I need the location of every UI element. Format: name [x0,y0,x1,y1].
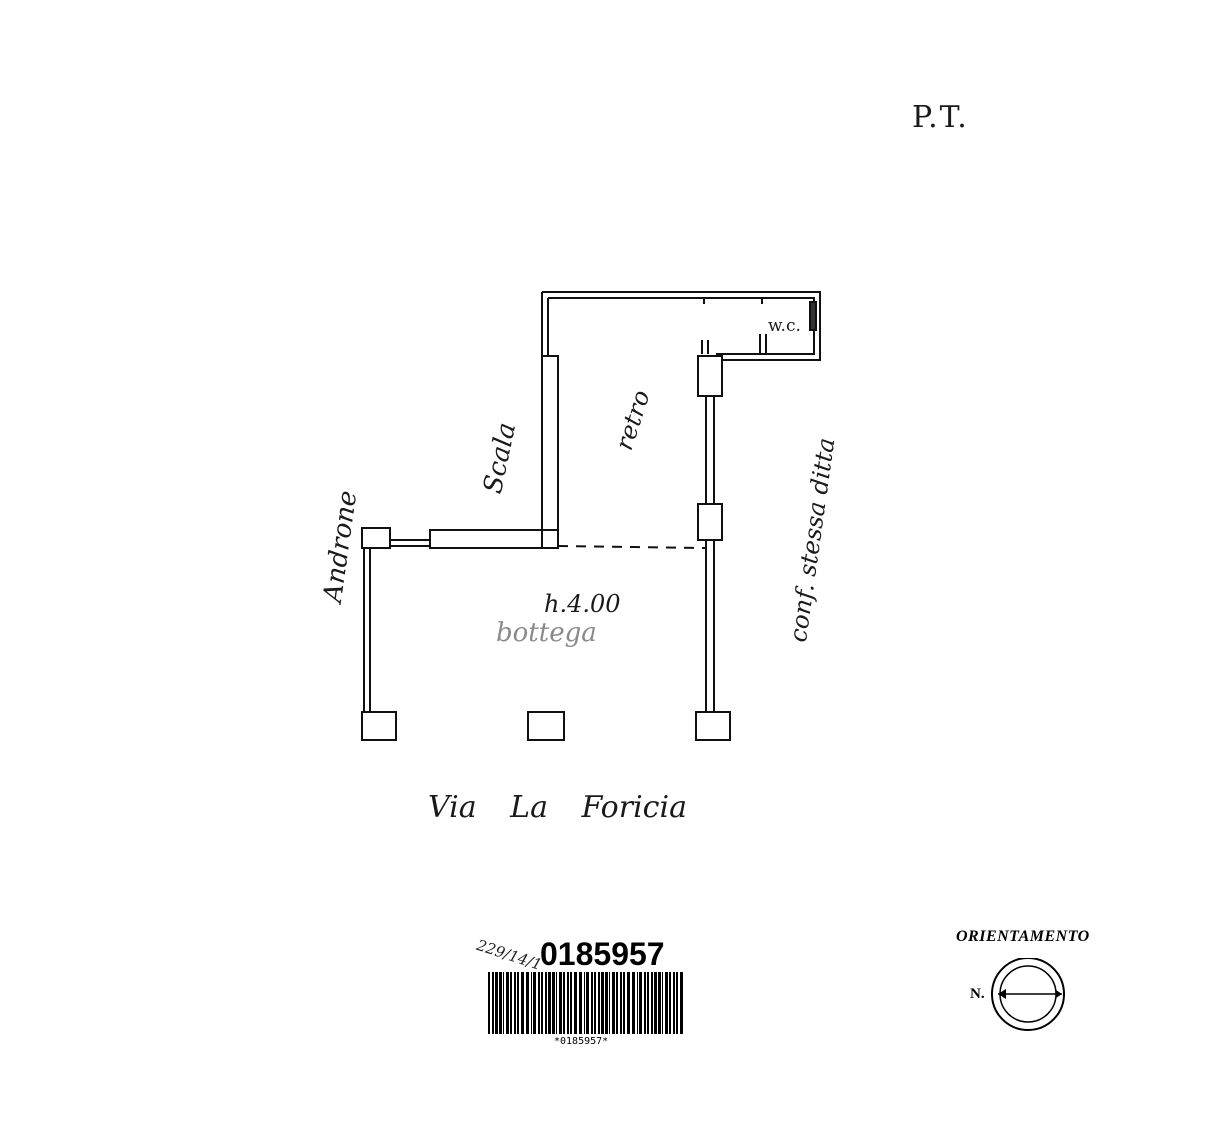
ceiling-height-label: h.4.00 [544,590,621,618]
barcode-bar [488,972,490,1034]
barcode-bar [579,972,582,1034]
wc-partition-right [759,334,767,354]
barcode-bar [526,972,529,1034]
barcode-bar [495,972,498,1034]
pier-front-left [361,711,397,741]
barcode-bar [669,972,671,1034]
barcode-bar [538,972,540,1034]
barcode-bar [506,972,509,1034]
barcode-bar [521,972,524,1034]
barcode-bar [665,972,668,1034]
barcode-bar [548,972,551,1034]
barcode-bar [586,972,589,1034]
pier-front-right [695,711,731,741]
barcode-bar [510,972,512,1034]
wc-door-ticks [703,298,763,304]
barcode-bar [627,972,630,1034]
barcode-bar [632,972,635,1034]
barcode-bar [541,972,543,1034]
barcode-bar [605,972,608,1034]
wall-right-upper [705,396,715,504]
barcode-bar [514,972,516,1034]
barcode-bar [658,972,661,1034]
pier-right-top [697,355,723,397]
wall-top-outer [542,291,821,396]
wall-shop-left [363,548,371,712]
barcode-bar [533,972,536,1034]
barcode-bar [623,972,625,1034]
wc-fixture [809,301,817,331]
barcode-bar [492,972,494,1034]
barcode-bar [517,972,519,1034]
barcode-bar [591,972,593,1034]
compass-rose-icon [991,958,1065,1031]
barcode-bar [570,972,572,1034]
barcode-bar [552,972,555,1034]
wall-scala-lower [429,529,559,549]
barcode-bar [563,972,565,1034]
barcode-bar [662,972,663,1034]
floor-label: P.T. [912,100,969,135]
compass-north-label: N. [970,986,985,1002]
barcode-number: 0185957 [540,936,665,972]
barcode-bar [531,972,532,1034]
wall-step-left [390,539,430,547]
street-label: Via La Foricia [428,790,687,825]
barcode-caption: *0185957* [554,1036,609,1047]
barcode-bar [637,972,638,1034]
barcode-bar [639,972,642,1034]
boundary-dashed-line [557,545,707,549]
barcode-bar [567,972,569,1034]
barcode-bar [612,972,615,1034]
barcode-bars [488,972,683,1034]
compass-title: ORIENTAMENTO [956,928,1090,945]
barcode-bar [680,972,683,1034]
barcode-bar [676,972,678,1034]
barcode-bar [654,972,657,1034]
wall-right-lower [705,540,715,712]
wc-label: w.c. [768,316,801,336]
barcode-bar [545,972,547,1034]
barcode-bar [647,972,649,1034]
barcode-bar [594,972,596,1034]
shop-label: bottega [496,618,597,648]
pier-right-middle [697,503,723,541]
wc-partition-left [701,340,709,354]
barcode-bar [503,972,504,1034]
barcode-bar [556,972,557,1034]
barcode-bar [574,972,577,1034]
barcode-bar [584,972,585,1034]
pier-left-top [361,527,391,549]
barcode-bar [673,972,675,1034]
wall-pier-retro [541,355,559,549]
barcode-bar [620,972,622,1034]
barcode-bar [499,972,502,1034]
barcode-bar [601,972,604,1034]
pier-front-middle [527,711,565,741]
barcode-bar [609,972,610,1034]
barcode-bar [644,972,646,1034]
barcode-bar [616,972,618,1034]
barcode-bar [559,972,562,1034]
barcode-bar [651,972,653,1034]
barcode-bar [598,972,600,1034]
